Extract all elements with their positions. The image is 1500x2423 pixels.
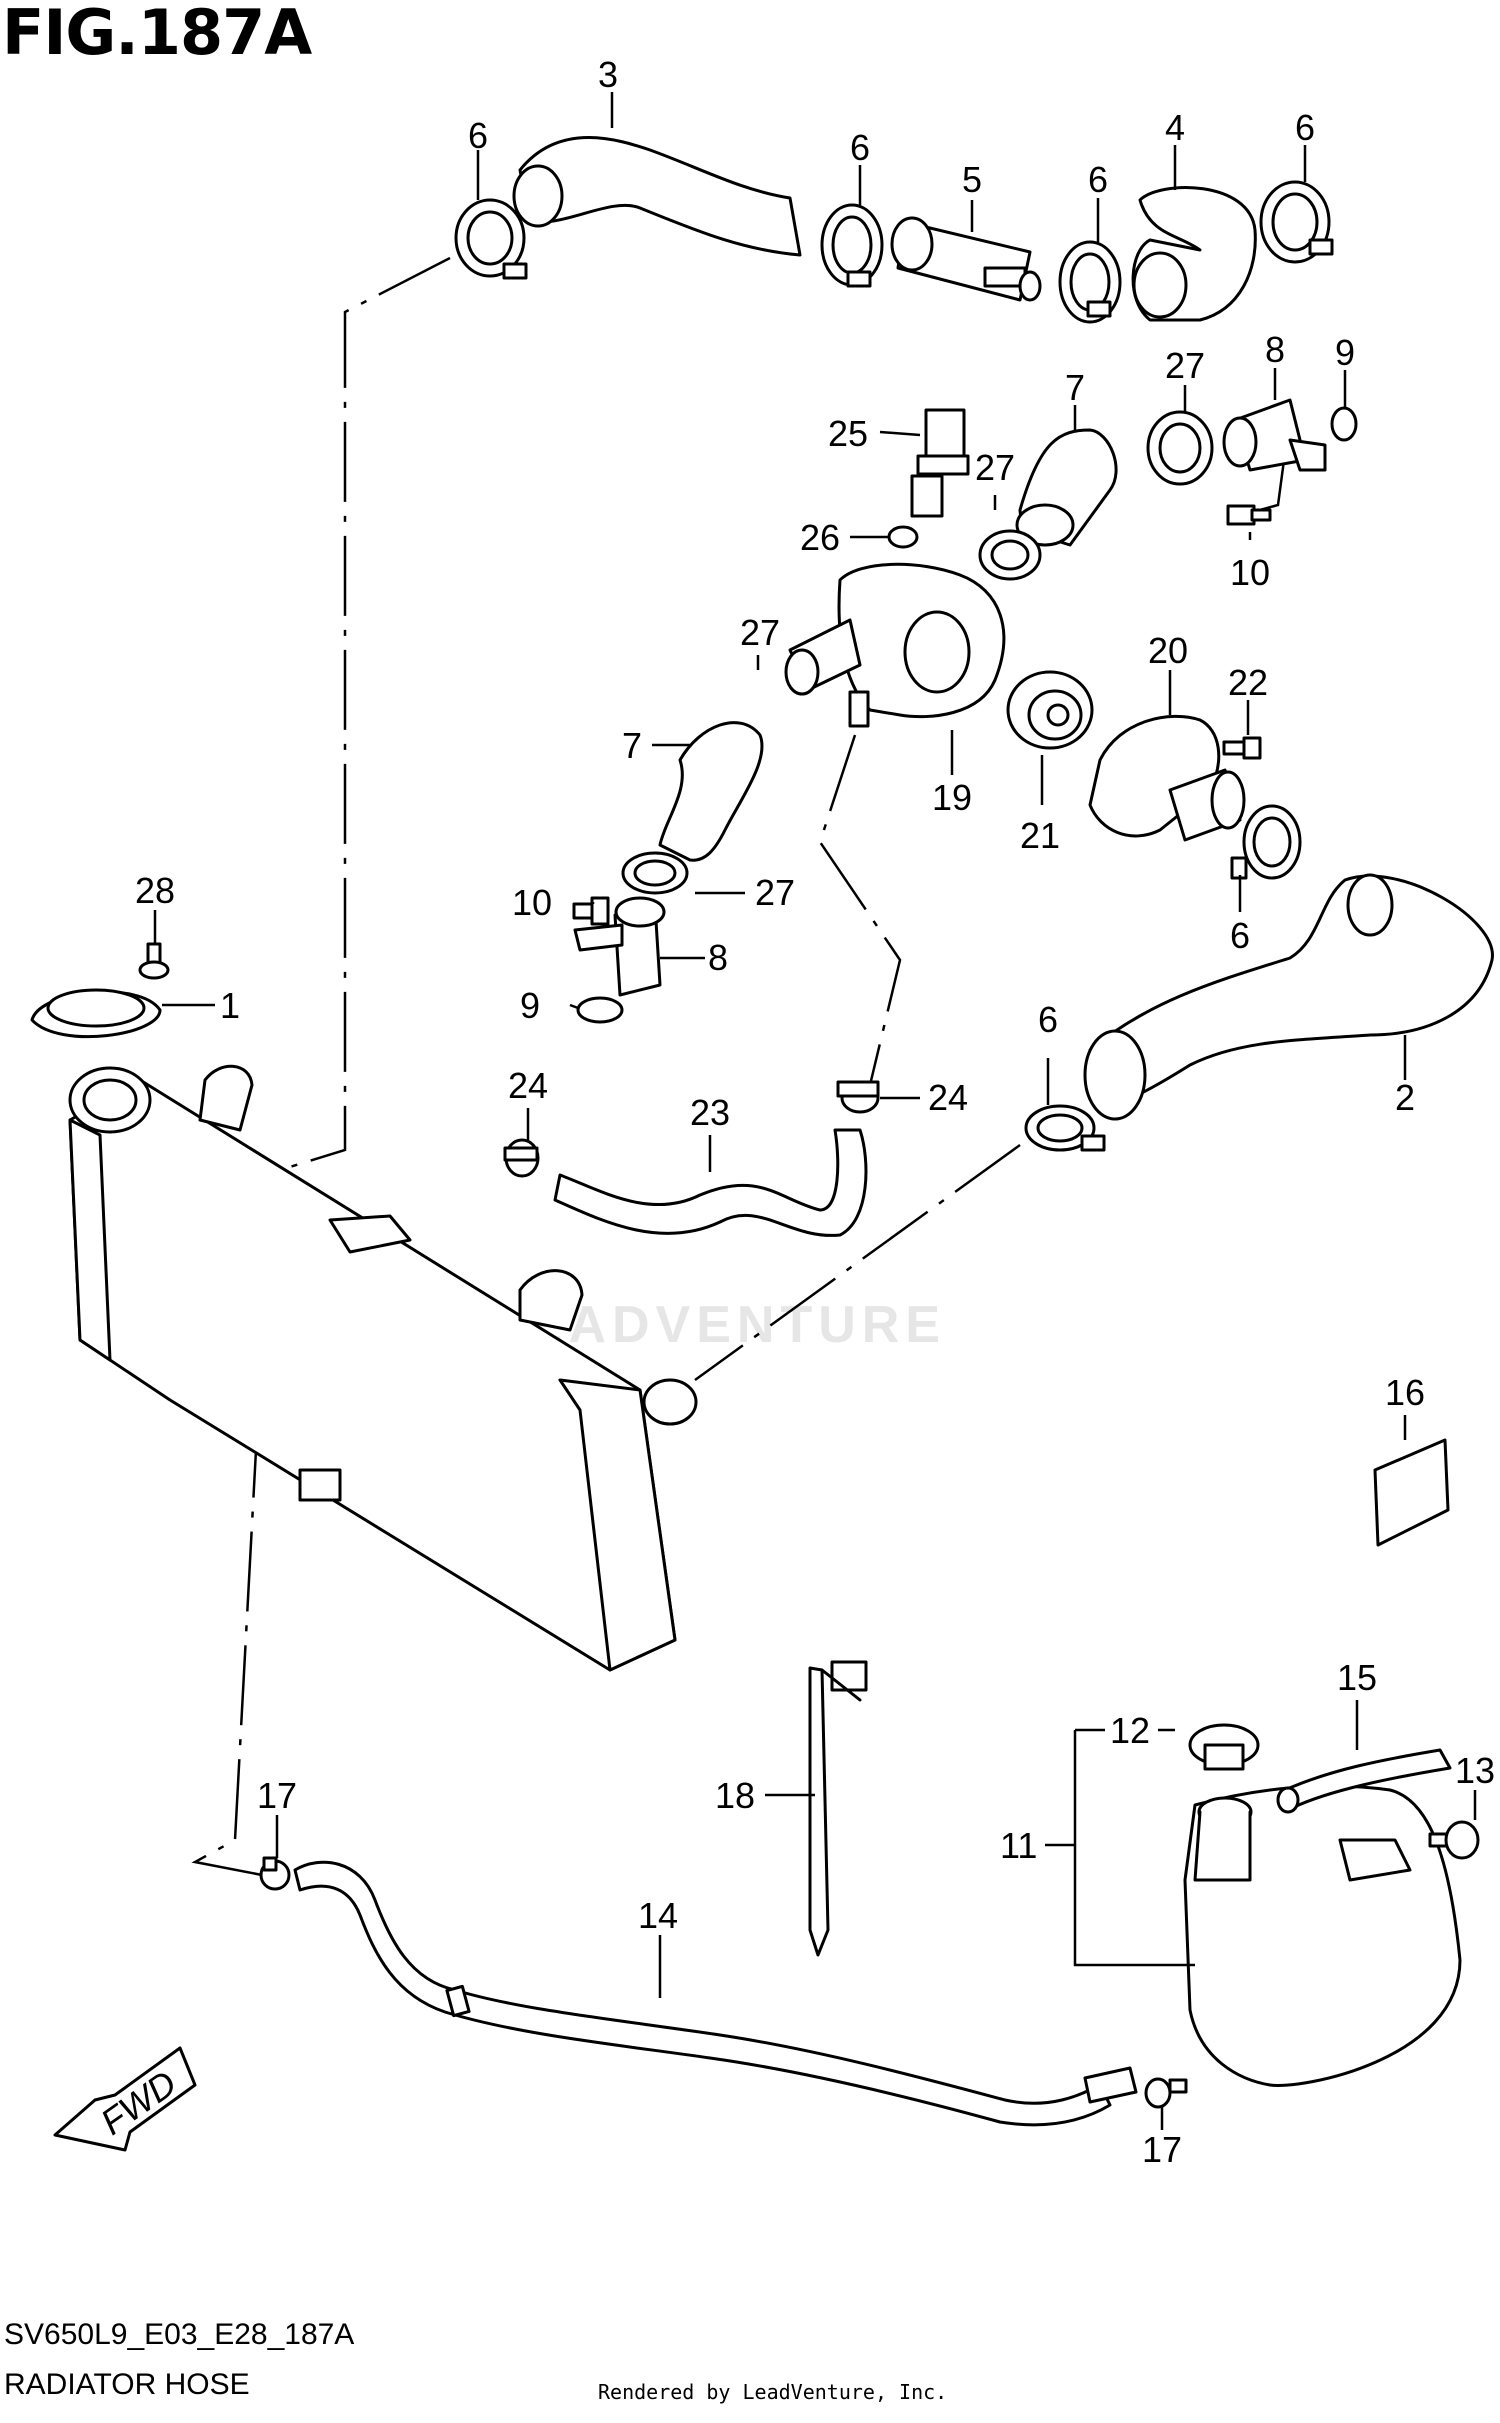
part-14-reservoir-hose xyxy=(293,1860,1138,2127)
callout-27: 27 xyxy=(755,872,795,913)
part-6-clamp-c xyxy=(1058,240,1122,324)
part-7-elbow-upper xyxy=(1015,428,1118,547)
callout-27: 27 xyxy=(740,612,780,653)
callout-14: 14 xyxy=(638,1895,678,1936)
part-20-thermostat-cover xyxy=(1088,714,1246,842)
part-6-clamp-f xyxy=(1024,1104,1106,1152)
part-9-o-ring-upper xyxy=(1330,406,1358,442)
part-17-clamp-a xyxy=(259,1856,291,1891)
callout-6: 6 xyxy=(1230,915,1250,956)
part-10-bolt-upper xyxy=(1226,504,1272,526)
part-24-clip-a xyxy=(503,1138,540,1178)
part-6-clamp-d xyxy=(1259,180,1334,264)
part-15-overflow-hose xyxy=(1276,1748,1452,1814)
callout-19: 19 xyxy=(932,777,972,818)
callout-1: 1 xyxy=(220,985,240,1026)
part-7-elbow-lower xyxy=(658,721,764,862)
callout-12: 12 xyxy=(1110,1710,1150,1751)
part-27-clamp-a xyxy=(1146,410,1214,486)
part-28-screw xyxy=(138,942,170,980)
callout-25: 25 xyxy=(828,413,868,454)
routing-line-lower-left xyxy=(191,1189,272,1877)
callout-28: 28 xyxy=(135,870,175,911)
callout-6: 6 xyxy=(850,127,870,168)
callout-27: 27 xyxy=(1165,345,1205,386)
callout-4: 4 xyxy=(1165,107,1185,148)
part-3-upper-hose xyxy=(512,136,802,257)
callout-5: 5 xyxy=(962,159,982,200)
callout-13: 13 xyxy=(1455,1750,1495,1791)
callout-23: 23 xyxy=(690,1092,730,1133)
part-24-clip-b xyxy=(836,1080,880,1114)
part-25-temperature-sensor xyxy=(910,408,970,518)
part-8-fitting-upper xyxy=(1222,398,1327,472)
callout-8: 8 xyxy=(1265,329,1285,370)
callout-20: 20 xyxy=(1148,630,1188,671)
part-6-clamp-a xyxy=(454,198,528,280)
callout-17: 17 xyxy=(257,1775,297,1816)
routing-line-center xyxy=(818,734,902,1086)
routing-line-left xyxy=(279,256,451,1172)
callout-6: 6 xyxy=(468,115,488,156)
part-1-radiator-cap xyxy=(30,988,162,1039)
part-18-tie-strap xyxy=(808,1660,868,1957)
part-2-lower-hose xyxy=(1083,873,1494,1121)
callout-24: 24 xyxy=(928,1077,968,1118)
callout-16: 16 xyxy=(1385,1372,1425,1413)
part-26-washer xyxy=(887,525,919,549)
callout-17: 17 xyxy=(1142,2129,1182,2170)
callout-7: 7 xyxy=(622,725,642,766)
callout-9: 9 xyxy=(520,985,540,1026)
part-10-bolt-lower xyxy=(572,896,610,926)
part-12-tank-cap xyxy=(1188,1723,1260,1771)
callout-6: 6 xyxy=(1088,159,1108,200)
part-19-thermostat-housing xyxy=(784,562,1006,728)
part-6-clamp-b xyxy=(820,203,884,288)
callout-8: 8 xyxy=(708,937,728,978)
callout-7: 7 xyxy=(1065,367,1085,408)
part-21-thermostat xyxy=(1006,670,1094,750)
diagram-code: SV650L9_E03_E28_187A xyxy=(4,2318,355,2351)
callout-3: 3 xyxy=(598,54,618,95)
callout-9: 9 xyxy=(1335,332,1355,373)
callout-2: 2 xyxy=(1395,1077,1415,1118)
part-23-small-hose xyxy=(553,1128,868,1237)
callout-24: 24 xyxy=(508,1065,548,1106)
part-6-clamp-e xyxy=(1230,804,1302,880)
callout-10: 10 xyxy=(1230,552,1270,593)
callout-15: 15 xyxy=(1337,1657,1377,1698)
callout-21: 21 xyxy=(1020,815,1060,856)
radiator xyxy=(68,1064,698,1672)
render-credit: Rendered by LeadVenture, Inc. xyxy=(598,2380,948,2404)
fwd-arrow-icon xyxy=(53,2046,197,2152)
callout-26: 26 xyxy=(800,517,840,558)
part-16-label xyxy=(1373,1438,1450,1547)
routing-line-thermostat-bolt xyxy=(1259,459,1286,512)
leader-lines xyxy=(153,92,1477,2130)
diagram-caption: RADIATOR HOSE xyxy=(4,2368,250,2401)
part-11-reservoir-tank xyxy=(1183,1784,1462,2088)
part-22-bolt xyxy=(1222,736,1262,760)
callout-10: 10 xyxy=(512,882,552,923)
callout-6: 6 xyxy=(1295,107,1315,148)
part-27-clamp-b xyxy=(978,529,1042,581)
callout-11: 11 xyxy=(1000,1825,1037,1866)
callout-6: 6 xyxy=(1038,999,1058,1040)
figure-title: FIG.187A xyxy=(2,0,312,69)
callout-22: 22 xyxy=(1228,662,1268,703)
part-5-pipe xyxy=(890,216,1042,302)
callout-27: 27 xyxy=(975,447,1015,488)
routing-line-radiator-outlet xyxy=(694,1143,1021,1382)
part-17-clamp-b xyxy=(1144,2077,1188,2109)
part-27-clamp-c xyxy=(621,851,689,895)
part-4-elbow-hose xyxy=(1131,186,1257,322)
callout-18: 18 xyxy=(715,1775,755,1816)
part-8-fitting-lower xyxy=(573,896,666,997)
part-13-bolt xyxy=(1428,1820,1480,1860)
part-9-o-ring-lower xyxy=(576,996,624,1024)
